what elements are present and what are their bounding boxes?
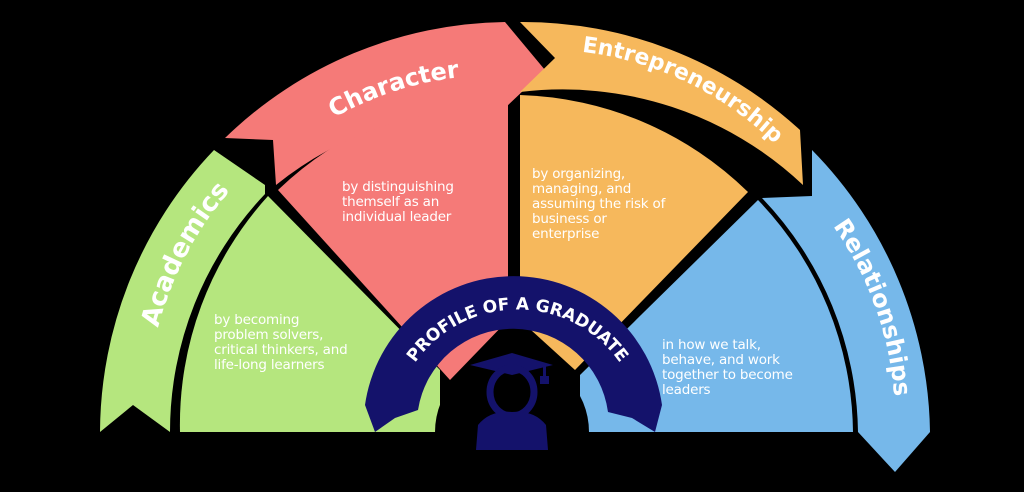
desc-line: by distinguishing: [342, 179, 454, 195]
desc-line: themself as an: [342, 194, 440, 210]
outer-bands: [100, 21, 930, 472]
desc-line: critical thinkers, and: [214, 342, 348, 358]
desc-line: individual leader: [342, 209, 452, 225]
desc-line: life-long learners: [214, 357, 325, 373]
desc-line: assuming the risk of: [532, 196, 666, 212]
desc-line: by organizing,: [532, 166, 626, 182]
desc-line: in how we talk,: [662, 337, 761, 353]
desc-line: behave, and work: [662, 352, 780, 368]
desc-line: leaders: [662, 382, 711, 398]
desc-line: problem solvers,: [214, 327, 324, 343]
entrepreneurship-band: [520, 21, 803, 185]
graduate-icon: [470, 353, 553, 450]
academics-description: by becoming problem solvers, critical th…: [214, 313, 394, 373]
character-band: [225, 22, 545, 185]
academics-band: [100, 150, 265, 432]
relationships-band: [762, 150, 930, 472]
character-description: by distinguishing themself as an individ…: [342, 180, 492, 225]
desc-line: by becoming: [214, 312, 300, 328]
entrepreneurship-description: by organizing, managing, and assuming th…: [532, 167, 702, 242]
relationships-description: in how we talk, behave, and work togethe…: [662, 338, 832, 398]
desc-line: business or: [532, 211, 607, 227]
desc-line: managing, and: [532, 181, 632, 197]
desc-line: together to become: [662, 367, 793, 383]
desc-line: enterprise: [532, 226, 600, 242]
